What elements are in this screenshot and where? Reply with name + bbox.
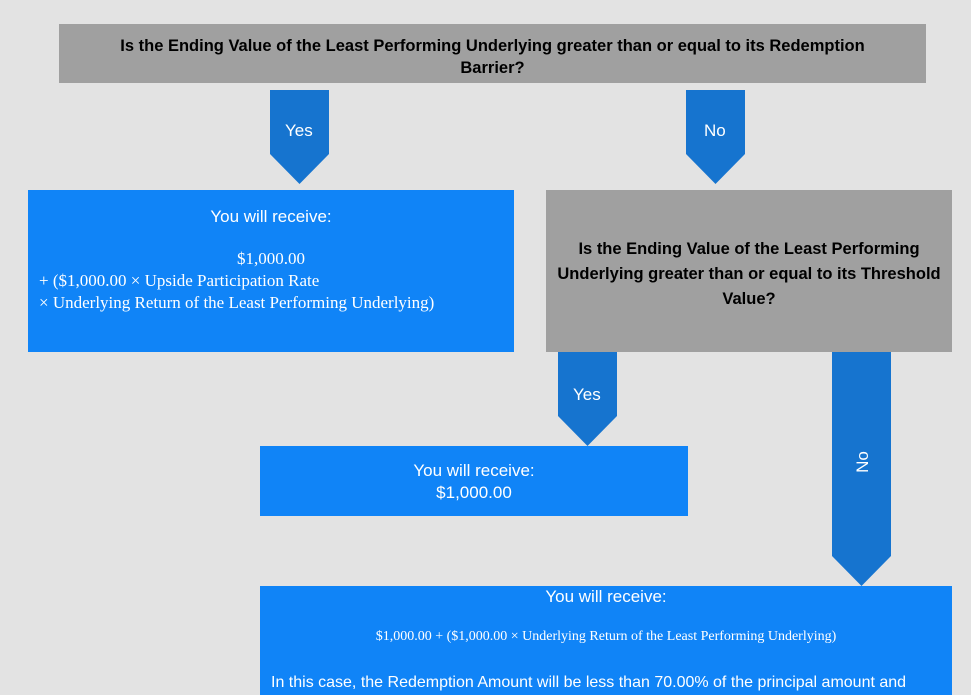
yes-arrow-2: Yes [558,352,617,446]
no-arrow-1-shape [686,90,745,184]
yes-arrow-1-label: Yes [285,121,313,140]
loss-outcome-heading: You will receive: [545,587,667,606]
upside-outcome-box: You will receive: $1,000.00 + ($1,000.00… [28,190,514,352]
no-arrow-2-shape [832,352,891,586]
no-arrow-2: No [832,352,891,586]
par-outcome-box: You will receive: $1,000.00 [260,446,688,516]
no-arrow-2-label: No [853,451,872,473]
upside-outcome-formula-line1: + ($1,000.00 × Upside Participation Rate [39,271,320,290]
no-arrow-1: No [686,90,745,184]
loss-outcome-box: You will receive: $1,000.00 + ($1,000.00… [260,586,952,695]
redemption-barrier-question-text: Is the Ending Value of the Least Perform… [120,37,865,77]
yes-arrow-2-label: Yes [573,385,601,404]
loss-outcome-formula: $1,000.00 + ($1,000.00 × Underlying Retu… [375,629,837,644]
threshold-value-question-text: Is the Ending Value of the Least Perform… [557,240,941,308]
no-arrow-1-label: No [704,121,726,140]
yes-arrow-1-shape [270,90,329,184]
par-outcome-heading: You will receive: [413,461,535,480]
yes-arrow-1: Yes [270,90,329,184]
upside-outcome-formula-line2: × Underlying Return of the Least Perform… [39,293,435,312]
threshold-value-question: Is the Ending Value of the Least Perform… [546,190,952,352]
redemption-barrier-question: Is the Ending Value of the Least Perform… [59,24,926,83]
upside-outcome-heading: You will receive: [210,207,332,226]
par-outcome-amount: $1,000.00 [436,483,512,502]
loss-outcome-note: In this case, the Redemption Amount will… [271,674,907,691]
upside-outcome-amount: $1,000.00 [237,249,305,268]
yes-arrow-2-shape [558,352,617,446]
